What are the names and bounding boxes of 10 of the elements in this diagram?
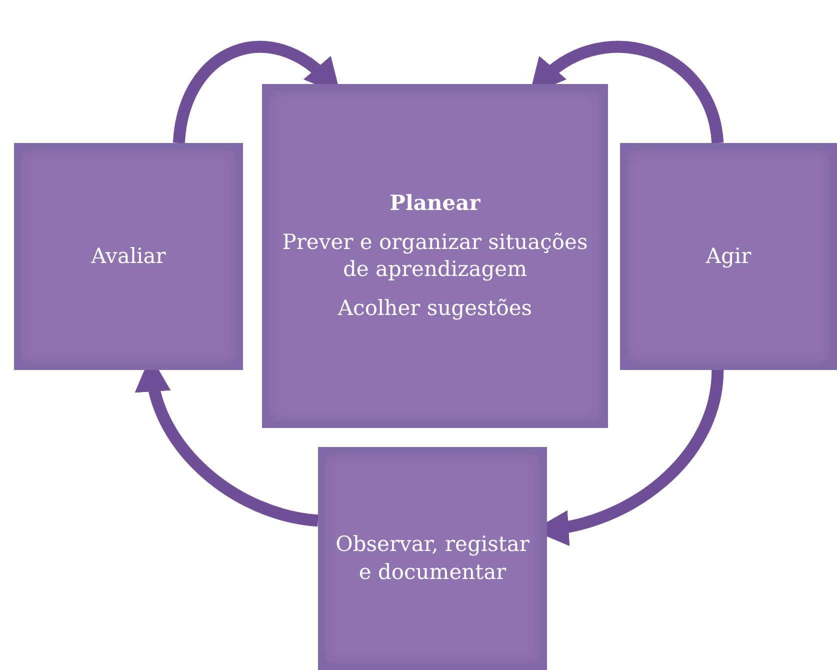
box-text: Avaliar	[91, 242, 166, 270]
step-box	[14, 143, 243, 370]
box-text: Prever e organizar situações de aprendizagem	[281, 228, 589, 283]
box-text: Agir	[706, 242, 752, 270]
box-heading: Planear	[390, 189, 480, 217]
step-box	[318, 447, 547, 670]
step-box	[620, 143, 837, 370]
box-text: Acolher sugestões	[338, 295, 532, 322]
planning-box	[262, 84, 608, 428]
box-text: Observar, registar e documentar	[334, 531, 530, 586]
